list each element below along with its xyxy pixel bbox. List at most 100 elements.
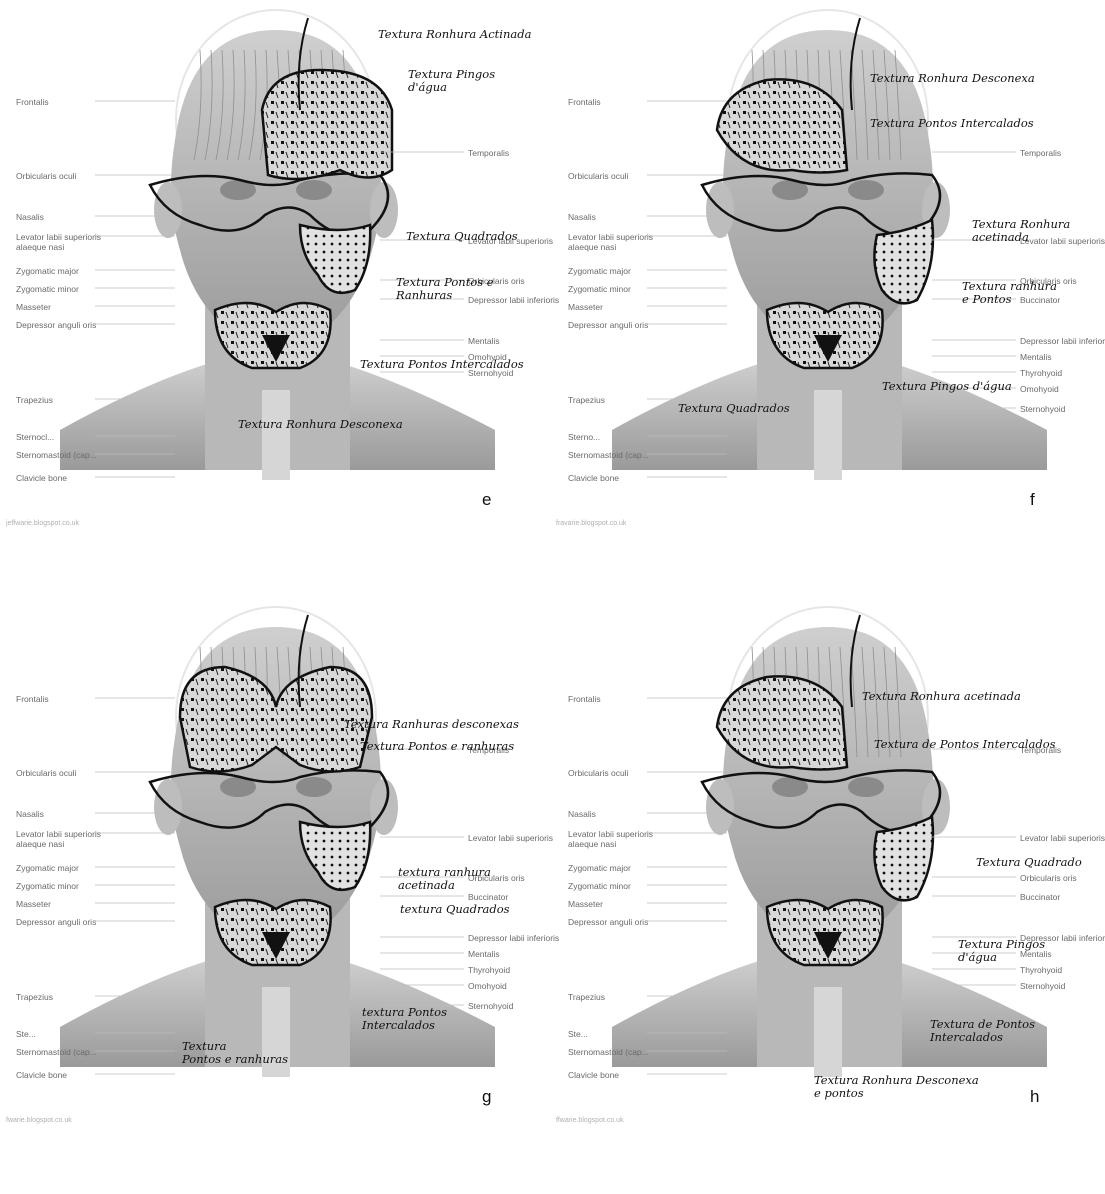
anatomy-label-right: Buccinator bbox=[468, 892, 508, 902]
anatomy-label-left: Trapezius bbox=[568, 395, 605, 405]
anatomy-label-left: Nasalis bbox=[568, 809, 596, 819]
anatomy-label-left: Depressor anguli oris bbox=[568, 320, 648, 330]
anatomy-label-left: Zygomatic major bbox=[568, 266, 631, 276]
anatomy-label-right: Buccinator bbox=[1020, 892, 1060, 902]
anatomy-label-right: Omohyoid bbox=[468, 981, 507, 991]
anatomy-label-left: Zygomatic major bbox=[16, 863, 79, 873]
texture-annotation: Textura Pingos d'água bbox=[408, 68, 495, 94]
texture-annotation: Textura Ranhuras desconexas bbox=[344, 718, 519, 731]
panel-e: FrontalisOrbicularis oculiNasalisLevator… bbox=[0, 0, 552, 597]
anatomy-label-right: Levator labii superioris bbox=[468, 833, 553, 843]
anatomy-label-left: Zygomatic minor bbox=[16, 881, 79, 891]
anatomy-label-left: Frontalis bbox=[16, 97, 49, 107]
texture-annotation: Textura Ronhura Desconexa e pontos bbox=[814, 1074, 979, 1100]
image-credit: fwarie.blogspot.co.uk bbox=[6, 1117, 72, 1124]
texture-annotation: Textura Pingos d'água bbox=[958, 938, 1045, 964]
anatomy-label-left: Orbicularis oculi bbox=[16, 768, 76, 778]
panel-letter: e bbox=[482, 490, 491, 510]
anatomy-label-left: Trapezius bbox=[16, 992, 53, 1002]
anatomy-label-left: Sternocl... bbox=[16, 432, 54, 442]
trachea bbox=[814, 390, 842, 480]
anatomy-label-right: Temporalis bbox=[468, 148, 509, 158]
anatomy-label-left: Zygomatic minor bbox=[568, 284, 631, 294]
left-ear bbox=[706, 779, 734, 835]
left-ear bbox=[706, 182, 734, 238]
texture-annotation: Textura Ronhura Actinada bbox=[378, 28, 531, 41]
image-credit: jeffwarie.blogspot.co.uk bbox=[6, 520, 79, 527]
anatomy-label-left: Zygomatic minor bbox=[16, 284, 79, 294]
anatomy-label-left: Zygomatic major bbox=[568, 863, 631, 873]
anatomy-label-right: Thyrohyoid bbox=[1020, 965, 1062, 975]
anatomy-label-right: Mentalis bbox=[468, 336, 500, 346]
anatomy-label-left: Orbicularis oculi bbox=[568, 768, 628, 778]
anatomy-label-right: Depressor labii inferioris bbox=[1020, 336, 1105, 346]
anatomy-label-left: Sternomastoid (cap... bbox=[568, 1047, 649, 1057]
anatomy-label-left: Zygomatic major bbox=[16, 266, 79, 276]
anatomy-label-right: Mentalis bbox=[468, 949, 500, 959]
right-eye bbox=[296, 777, 332, 797]
anatomy-label-left: Clavicle bone bbox=[568, 473, 619, 483]
anatomy-label-left: Levator labii superioris alaeque nasi bbox=[16, 232, 101, 252]
anatomy-label-left: Frontalis bbox=[16, 694, 49, 704]
texture-annotation: Textura de Pontos Intercalados bbox=[874, 738, 1056, 751]
anatomy-label-right: Levator labii superioris bbox=[1020, 833, 1105, 843]
left-ear bbox=[154, 182, 182, 238]
texture-annotation: textura Pontos Intercalados bbox=[362, 1006, 447, 1032]
texture-annotation: Textura ranhura e Pontos bbox=[962, 280, 1057, 306]
anatomy-label-left: Sternomastoid (cap... bbox=[16, 450, 97, 460]
anatomy-label-left: Masseter bbox=[568, 302, 603, 312]
anatomy-label-left: Frontalis bbox=[568, 97, 601, 107]
anatomy-label-left: Nasalis bbox=[568, 212, 596, 222]
texture-annotation: textura ranhura acetinada bbox=[398, 866, 491, 892]
panel-letter: g bbox=[482, 1087, 491, 1107]
anatomy-label-left: Trapezius bbox=[568, 992, 605, 1002]
left-ear bbox=[154, 779, 182, 835]
anatomy-label-left: Depressor anguli oris bbox=[16, 320, 96, 330]
anatomy-label-right: Sternohyoid bbox=[1020, 404, 1065, 414]
anatomy-label-left: Ste... bbox=[16, 1029, 36, 1039]
anatomy-label-right: Sternohyoid bbox=[1020, 981, 1065, 991]
anatomy-label-right: Temporalis bbox=[1020, 148, 1061, 158]
texture-annotation: Textura Pontos e ranhuras bbox=[360, 740, 514, 753]
anatomy-label-left: Zygomatic minor bbox=[568, 881, 631, 891]
texture-annotation: Textura Pontos e ranhuras bbox=[182, 1040, 288, 1066]
anatomy-label-right: Sternohyoid bbox=[468, 1001, 513, 1011]
right-eye bbox=[848, 180, 884, 200]
image-credit: fravarie.blogspot.co.uk bbox=[556, 520, 626, 527]
anatomy-label-left: Clavicle bone bbox=[16, 1070, 67, 1080]
anatomy-label-left: Orbicularis oculi bbox=[16, 171, 76, 181]
anatomy-label-left: Masseter bbox=[16, 302, 51, 312]
texture-annotation: Textura Quadrado bbox=[976, 856, 1082, 869]
anatomy-label-left: Nasalis bbox=[16, 809, 44, 819]
image-credit: ffwarie.blogspot.co.uk bbox=[556, 1117, 624, 1124]
texture-annotation: Textura Ronhura Desconexa bbox=[238, 418, 403, 431]
panel-h: FrontalisOrbicularis oculiNasalisLevator… bbox=[552, 597, 1104, 1194]
anatomy-label-right: Depressor labii inferioris bbox=[468, 933, 559, 943]
texture-annotation: Textura de Pontos Intercalados bbox=[930, 1018, 1035, 1044]
anatomy-label-right: Omohyoid bbox=[1020, 384, 1059, 394]
panel-letter: f bbox=[1030, 490, 1035, 510]
anatomy-label-left: Sterno... bbox=[568, 432, 600, 442]
anatomy-label-left: Clavicle bone bbox=[568, 1070, 619, 1080]
anatomy-label-right: Orbicularis oris bbox=[1020, 873, 1077, 883]
texture-annotation: Textura Pingos d'água bbox=[882, 380, 1012, 393]
texture-annotation: Textura Pontos e Ranhuras bbox=[396, 276, 494, 302]
right-eye bbox=[296, 180, 332, 200]
right-eye bbox=[848, 777, 884, 797]
anatomy-label-left: Clavicle bone bbox=[16, 473, 67, 483]
texture-annotation: Textura Quadrados bbox=[406, 230, 518, 243]
trachea bbox=[262, 390, 290, 480]
anatomy-label-left: Levator labii superioris alaeque nasi bbox=[16, 829, 101, 849]
texture-annotation: Textura Pontos Intercalados bbox=[870, 117, 1034, 130]
anatomy-label-left: Levator labii superioris alaeque nasi bbox=[568, 829, 653, 849]
anatomy-label-left: Sternomastoid (cap... bbox=[568, 450, 649, 460]
texture-annotation: textura Quadrados bbox=[400, 903, 510, 916]
texture-annotation: Textura Quadrados bbox=[678, 402, 790, 415]
trachea bbox=[814, 987, 842, 1077]
anatomy-label-left: Depressor anguli oris bbox=[16, 917, 96, 927]
texture-annotation: Textura Pontos Intercalados bbox=[360, 358, 524, 371]
anatomy-label-left: Nasalis bbox=[16, 212, 44, 222]
anatomy-label-left: Frontalis bbox=[568, 694, 601, 704]
anatomy-label-left: Orbicularis oculi bbox=[568, 171, 628, 181]
